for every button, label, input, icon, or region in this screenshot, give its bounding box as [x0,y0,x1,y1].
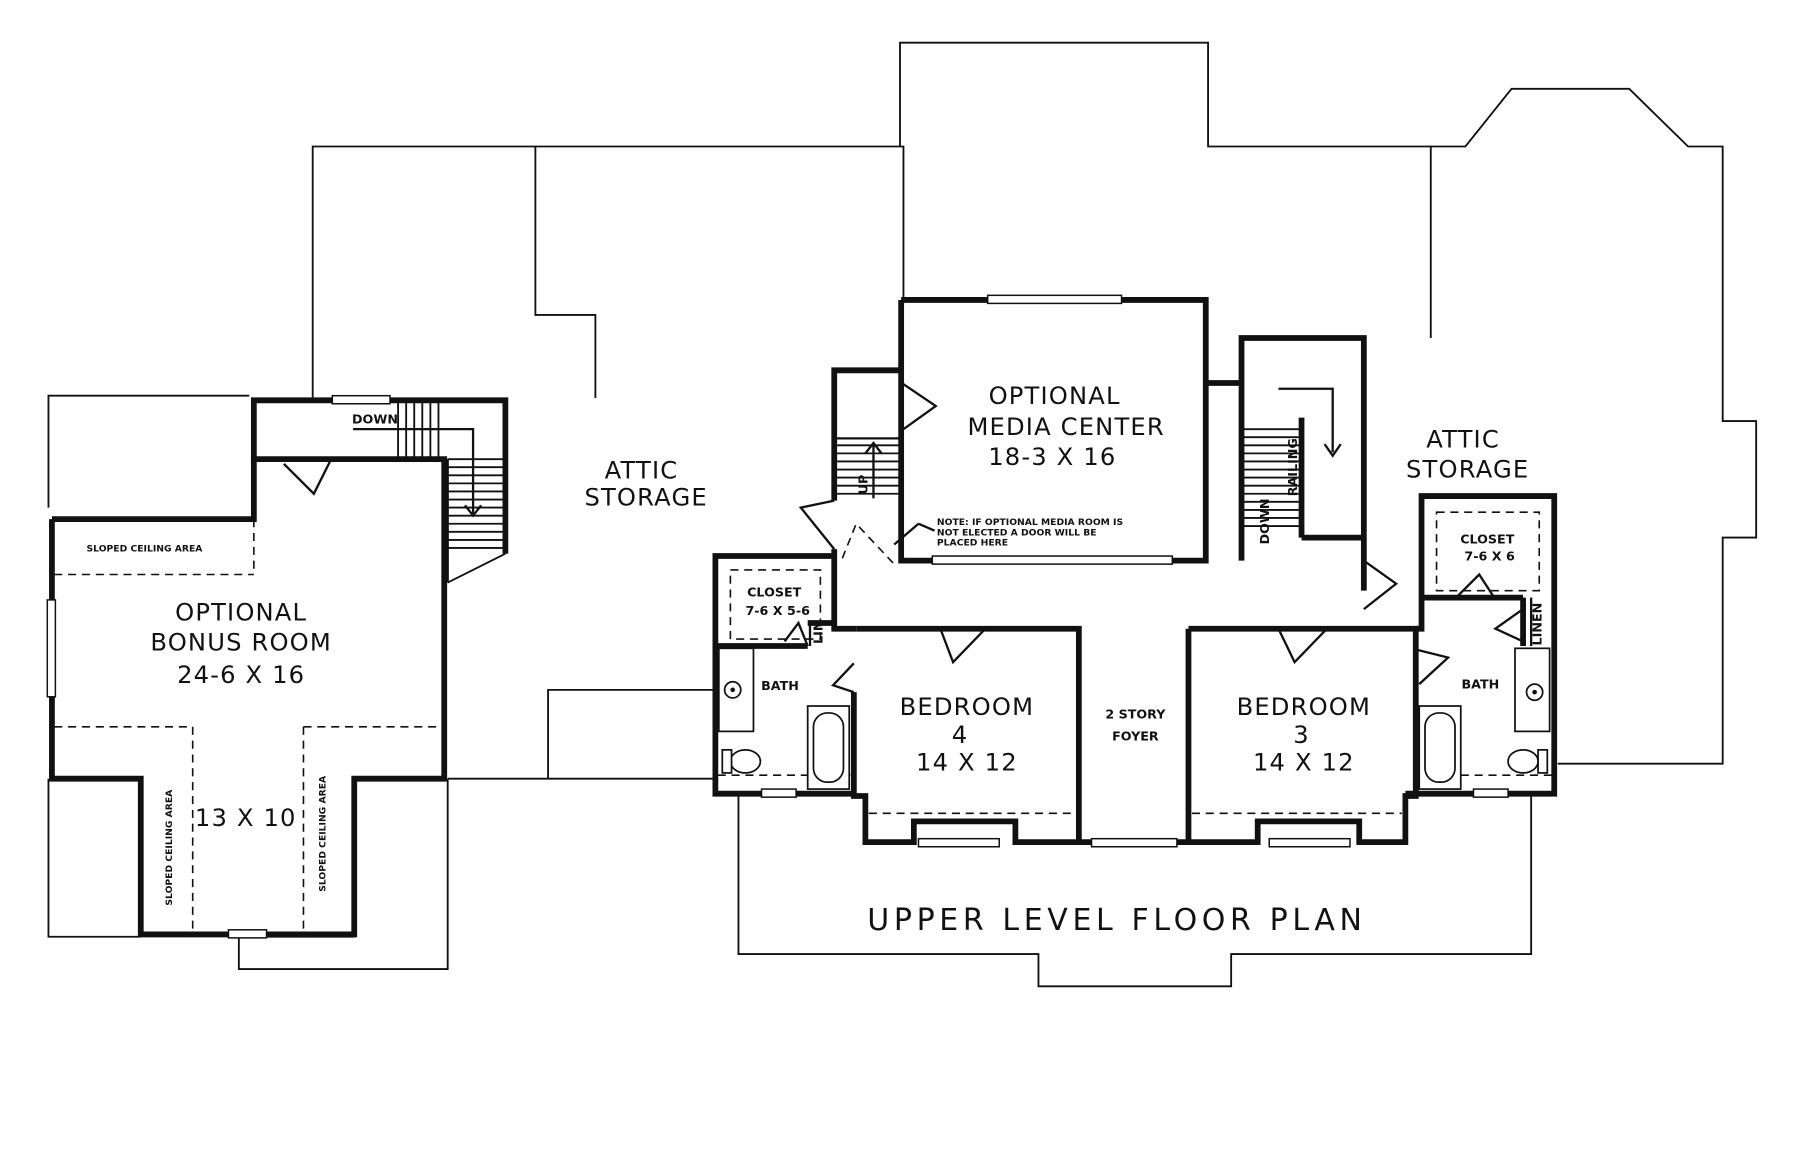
bedroom3-size: 14 X 12 [1253,749,1355,777]
stair-up [834,437,902,499]
stair-down-bonus-label: DOWN [352,411,398,426]
bonus-stair [353,402,506,583]
bedroom4-name: BEDROOM [900,693,1035,721]
sloped-ceiling-left: SLOPED CEILING AREA [164,789,175,906]
closet-right-size: 7-6 X 6 [1464,549,1515,564]
bath-right-label: BATH [1461,677,1499,692]
closet-left-name: CLOSET [747,584,802,599]
bath-fixtures [717,647,1551,790]
railing-label: RAILING [1285,438,1300,496]
foyer-name: 2 STORY [1105,707,1166,722]
bedroom3-number: 3 [1293,721,1310,749]
roof-outline [47,41,1758,988]
closet-right-name: CLOSET [1460,531,1515,546]
bedroom4-number: 4 [952,721,969,749]
sloped-ceiling-top: SLOPED CEILING AREA [87,543,204,554]
closet-left-size: 7-6 X 5-6 [745,603,810,618]
stair-down-right-label: DOWN [1257,498,1272,544]
attic-left-name: ATTIC [605,457,679,485]
bedroom4-size: 14 X 12 [916,749,1018,777]
bonus-room-size2: 13 X 10 [195,804,297,832]
foyer-name2: FOYER [1112,729,1159,744]
bedroom3-name: BEDROOM [1237,693,1372,721]
stair-up-label: UP [856,475,871,495]
labels: OPTIONAL BONUS ROOM 24-6 X 16 13 X 10 SL… [87,382,1545,938]
bath-left-label: BATH [761,678,799,693]
linen-label: LINEN [1530,603,1545,646]
bonus-room [46,394,509,939]
closet-details [729,511,1541,647]
attic-right-name2: STORAGE [1406,456,1529,484]
stair-down [1243,387,1342,527]
media-note-line2: NOT ELECTED A DOOR WILL BE [937,527,1097,538]
lin-label: LIN [811,620,826,643]
media-room-name: OPTIONAL [989,382,1121,410]
media-note-line3: PLACED HERE [937,538,1008,549]
bonus-room-name2: BONUS ROOM [150,629,332,657]
attic-left-name2: STORAGE [584,483,707,511]
sloped-ceiling-right: SLOPED CEILING AREA [317,775,328,892]
media-note-line1: NOTE: IF OPTIONAL MEDIA ROOM IS [937,517,1123,528]
attic-right-name: ATTIC [1426,426,1500,454]
main-walls [712,294,1558,848]
media-room-name2: MEDIA CENTER [967,413,1164,441]
plan-title: UPPER LEVEL FLOOR PLAN [867,903,1366,938]
media-room-size: 18-3 X 16 [988,443,1116,471]
bonus-room-name: OPTIONAL [175,599,307,627]
bonus-room-size: 24-6 X 16 [177,661,305,689]
